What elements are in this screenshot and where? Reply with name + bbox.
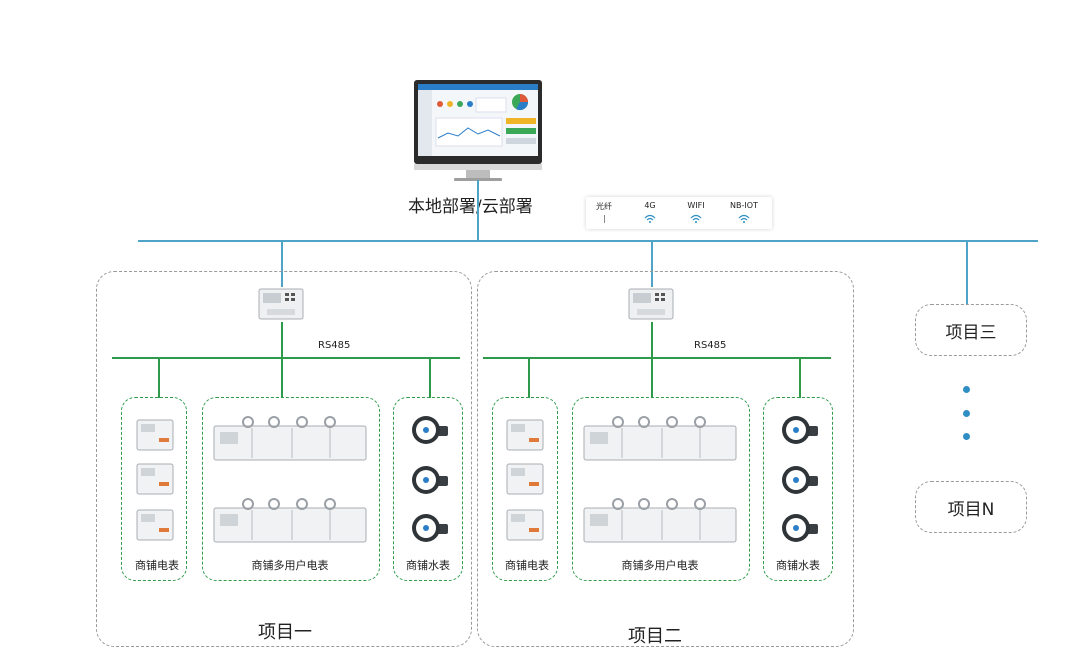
water-meter-icon: [782, 416, 818, 444]
project3-label: 项目三: [945, 322, 997, 343]
project1-title: 项目一: [258, 622, 312, 643]
multi-user-meter-icon: [583, 416, 737, 461]
comm-4g: 4G: [630, 201, 670, 223]
deployment-label: 本地部署/云部署: [408, 197, 533, 217]
ellipsis-dot: [963, 410, 970, 417]
wifi-icon: [738, 214, 750, 223]
single-phase-meter-icon: [136, 509, 174, 541]
project2-rs485-bus: [483, 357, 831, 359]
project2-bus-label: RS485: [694, 340, 727, 351]
comm-nbiot: NB-IOT: [724, 201, 764, 223]
single-phase-meter-icon: [136, 463, 174, 495]
gateway-icon: [258, 288, 304, 320]
project1-electric-label: 商铺电表: [135, 559, 179, 572]
project1-water-label: 商铺水表: [406, 559, 450, 572]
project2-group-multiuser: [572, 397, 750, 581]
single-phase-meter-icon: [506, 463, 544, 495]
bus-drop: [158, 358, 160, 398]
multi-user-meter-icon: [583, 498, 737, 543]
water-meter-icon: [782, 514, 818, 542]
project1-group-water: [393, 397, 463, 581]
water-meter-icon: [412, 466, 448, 494]
project1-box: [96, 271, 472, 647]
monitor-link: [477, 180, 479, 241]
project2-group-water: [763, 397, 833, 581]
project1-rs485-bus: [112, 357, 460, 359]
ellipsis-dot: [963, 433, 970, 440]
comm-fiber: 光纤: [584, 201, 624, 223]
network-bus: [138, 240, 1038, 242]
monitor-icon: [414, 80, 542, 181]
projectN-box: 项目N: [915, 481, 1027, 533]
project1-bus-link: [281, 322, 283, 358]
project1-group-multiuser: [202, 397, 380, 581]
project1-multiuser-label: 商铺多用户电表: [251, 559, 329, 572]
project2-group-electric: [492, 397, 558, 581]
bus-drop: [281, 358, 283, 398]
project3-box: 项目三: [915, 304, 1027, 356]
wifi-icon: [644, 214, 656, 223]
single-phase-meter-icon: [506, 419, 544, 451]
gateway-icon: [628, 288, 674, 320]
water-meter-icon: [412, 514, 448, 542]
wifi-icon: [690, 214, 702, 223]
project2-link: [651, 241, 653, 287]
fiber-line-icon: [603, 215, 605, 223]
projectN-label: 项目N: [947, 499, 995, 520]
project2-title: 项目二: [628, 626, 682, 647]
comm-wifi: WIFI: [676, 201, 716, 223]
project2-bus-link: [651, 322, 653, 358]
multi-user-meter-icon: [213, 416, 367, 461]
project2-electric-label: 商铺电表: [505, 559, 549, 572]
project2-multiuser-label: 商铺多用户电表: [621, 559, 699, 572]
multi-user-meter-icon: [213, 498, 367, 543]
water-meter-icon: [412, 416, 448, 444]
project2-box: [477, 271, 854, 647]
project1-link: [281, 241, 283, 287]
project3-link: [966, 241, 968, 304]
bus-drop: [429, 358, 431, 398]
bus-drop: [528, 358, 530, 398]
single-phase-meter-icon: [136, 419, 174, 451]
project1-group-electric: [121, 397, 187, 581]
project2-water-label: 商铺水表: [776, 559, 820, 572]
single-phase-meter-icon: [506, 509, 544, 541]
communication-panel: 光纤 4G WIFI NB-IOT: [586, 197, 772, 229]
bus-drop: [799, 358, 801, 398]
bus-drop: [651, 358, 653, 398]
project1-bus-label: RS485: [318, 340, 351, 351]
water-meter-icon: [782, 466, 818, 494]
ellipsis-dot: [963, 386, 970, 393]
